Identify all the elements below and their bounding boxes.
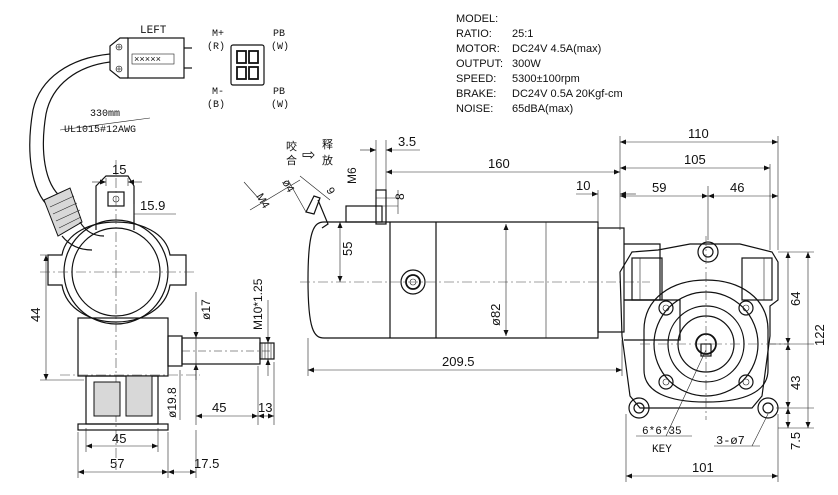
spec-value-motor: DC24V 4.5A(max)	[512, 43, 601, 55]
dim-dia-82: ø82	[488, 304, 503, 326]
dim-45-shaft: 45	[212, 400, 226, 415]
dim-45-base: 45	[112, 431, 126, 446]
dim-59: 59	[652, 180, 666, 195]
dim-43: 43	[788, 376, 803, 390]
brake-bite-2: 合	[286, 153, 297, 167]
dim-dia-17: ø17	[199, 299, 213, 320]
end-view-dimensions: 15 15.9 44 ø17 M10*1.25 ø19.8 45 13 45 5…	[28, 162, 275, 478]
brake-legend: 咬 合 ⇨ 释 放	[286, 138, 333, 167]
spec-label-motor: MOTOR:	[456, 43, 500, 55]
dim-46: 46	[730, 180, 744, 195]
cable-type-label: UL1015#12AWG	[64, 125, 136, 136]
connector-left-label: LEFT	[140, 25, 167, 37]
cable: 330mm UL1015#12AWG	[29, 53, 151, 251]
end-view	[40, 160, 275, 470]
spec-label-model: MODEL:	[456, 13, 498, 25]
dim-55: 55	[340, 242, 355, 256]
dim-dia-19-8: ø19.8	[165, 387, 179, 418]
dim-101: 101	[692, 460, 714, 475]
dim-110: 110	[688, 126, 709, 141]
dim-64: 64	[788, 292, 803, 306]
dim-m6: M6	[345, 167, 359, 184]
dim-m10: M10*1.25	[251, 278, 265, 330]
spec-label-output: OUTPUT:	[456, 58, 503, 70]
dim-17-5: 17.5	[194, 456, 219, 471]
spec-label-speed: SPEED:	[456, 73, 496, 85]
dim-15-9: 15.9	[140, 198, 165, 213]
connector-pins: ×××××	[134, 55, 161, 65]
pin-m-minus: M-	[212, 87, 224, 98]
dim-m4: M4	[253, 192, 271, 211]
spec-value-ratio: 25:1	[512, 28, 533, 40]
mounting-holes-label: 3-ø7	[716, 434, 745, 448]
spec-label-brake: BRAKE:	[456, 88, 496, 100]
gearbox-front-view	[619, 236, 790, 420]
dim-8: 8	[393, 193, 407, 200]
dim-105: 105	[684, 152, 706, 167]
dim-57: 57	[110, 456, 124, 471]
dim-dia-4: ø4	[279, 178, 296, 195]
spec-value-speed: 5300±100rpm	[512, 73, 580, 85]
cable-length-label: 330mm	[90, 109, 120, 120]
brake-release-1: 释	[322, 138, 333, 151]
pin-pb-2: PB	[273, 87, 285, 98]
spec-value-output: 300W	[512, 58, 541, 70]
dim-15: 15	[112, 162, 126, 177]
pin-w-2: (W)	[271, 99, 289, 111]
spec-value-noise: 65dBA(max)	[512, 103, 573, 115]
pin-w-1: (W)	[271, 41, 289, 53]
spec-value-brake: DC24V 0.5A 20Kgf-cm	[512, 88, 623, 100]
pin-b: (B)	[207, 99, 225, 111]
dim-160: 160	[488, 156, 510, 171]
key-label: KEY	[652, 444, 672, 456]
brake-bite-1: 咬	[286, 139, 297, 153]
dim-7-5: 7.5	[788, 432, 803, 450]
brake-release-2: 放	[322, 153, 333, 167]
spec-table: MODEL: RATIO: 25:1 MOTOR: DC24V 4.5A(max…	[456, 13, 623, 115]
connector-pinout: M+ (R) M- (B) PB (W) PB (W)	[207, 29, 289, 111]
dim-3-5: 3.5	[398, 134, 416, 149]
key-dimension: 6*6*35	[642, 426, 682, 438]
dim-9: 9	[323, 186, 336, 197]
pin-m-plus: M+	[212, 29, 224, 40]
brake-arrow-icon: ⇨	[302, 147, 315, 164]
connector-plug: LEFT ×××××	[109, 25, 192, 79]
dim-209-5: 209.5	[442, 354, 475, 369]
side-view	[300, 189, 681, 341]
pin-pb-1: PB	[273, 29, 285, 40]
brake-lever: M4 ø4 9	[243, 175, 337, 229]
spec-label-noise: NOISE:	[456, 103, 493, 115]
dim-13: 13	[258, 400, 272, 415]
pin-r: (R)	[207, 41, 225, 53]
dim-10: 10	[576, 178, 590, 193]
side-view-dimensions: 3.5 M6 8 160 110 105 10 59 46 55 ø82 209…	[307, 126, 827, 482]
dim-122: 122	[812, 324, 827, 346]
dim-44: 44	[28, 308, 43, 322]
spec-label-ratio: RATIO:	[456, 28, 492, 40]
